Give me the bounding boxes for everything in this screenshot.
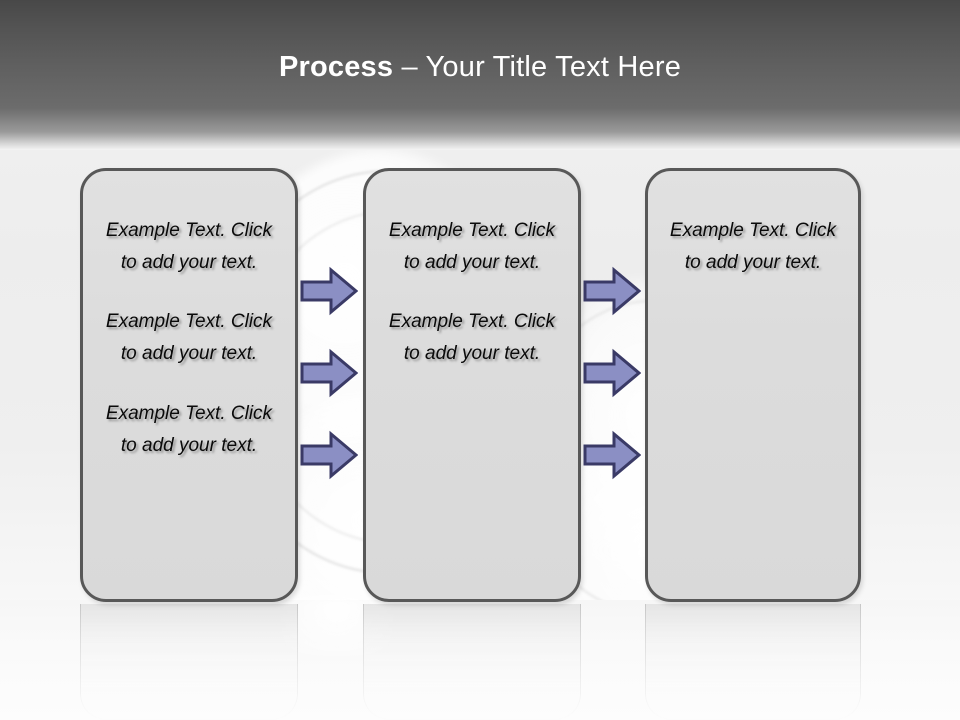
process-box-3-text-1[interactable]: Example Text. Click to add your text. (669, 220, 837, 273)
process-box-1[interactable]: Example Text. Click to add your text. Ex… (80, 168, 298, 602)
right-block-arrow-icon[interactable] (583, 266, 641, 316)
page-title: Process – Your Title Text Here (0, 51, 960, 84)
page-title-dash: – (393, 51, 426, 83)
process-box-2-text-1[interactable]: Example Text. Click to add your text. (388, 220, 556, 273)
right-block-arrow-icon[interactable] (583, 430, 641, 480)
right-block-arrow-icon[interactable] (583, 348, 641, 398)
process-box-1-text-2[interactable]: Example Text. Click to add your text. (105, 311, 273, 365)
process-box-2-text-2[interactable]: Example Text. Click to add your text. (388, 311, 556, 365)
page-title-bold: Process (278, 51, 394, 83)
process-box-1-text-1[interactable]: Example Text. Click to add your text. (105, 220, 273, 273)
arrow-column-2 (581, 168, 647, 602)
process-box-3[interactable]: Example Text. Click to add your text. (645, 168, 861, 602)
arrow-column-1 (298, 168, 364, 602)
process-box-1-text-3[interactable]: Example Text. Click to add your text. (105, 402, 273, 456)
right-block-arrow-icon[interactable] (300, 266, 358, 316)
right-block-arrow-icon[interactable] (300, 430, 358, 480)
background-floor (0, 600, 960, 720)
process-box-2[interactable]: Example Text. Click to add your text. Ex… (363, 168, 581, 602)
right-block-arrow-icon[interactable] (300, 348, 358, 398)
page-title-rest: Your Title Text Here (425, 51, 682, 83)
title-banner: Process – Your Title Text Here (0, 0, 960, 150)
